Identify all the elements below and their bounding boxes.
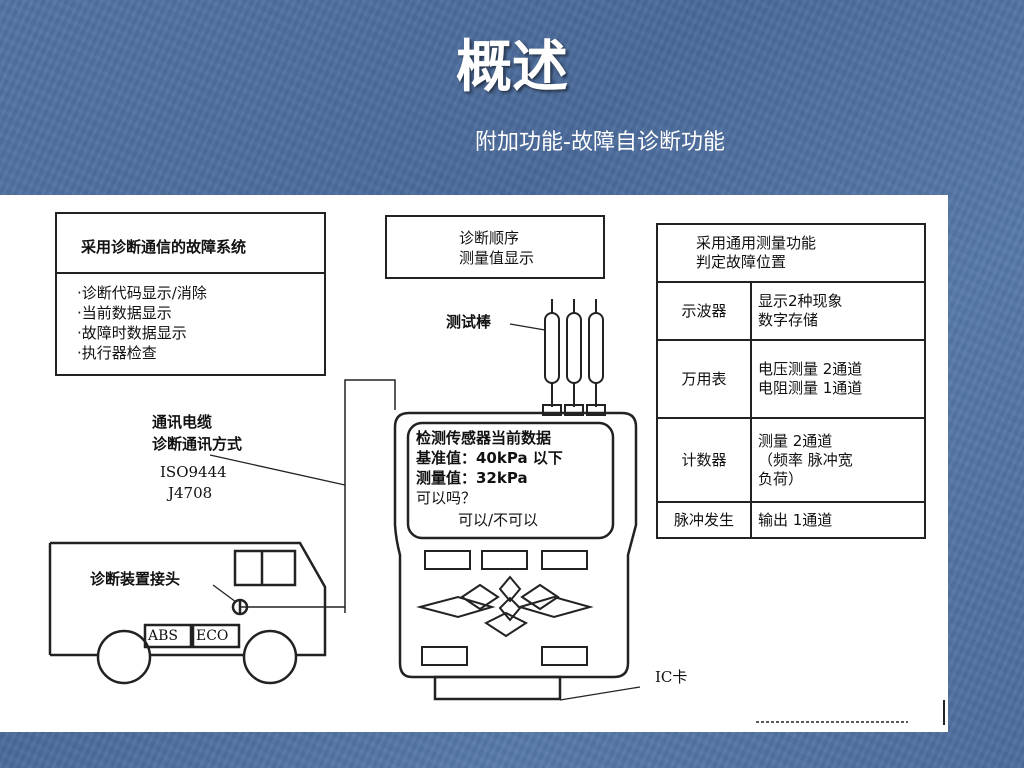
measure-row-name: 万用表 (656, 339, 752, 419)
measure-row-name: 脉冲发生 (656, 501, 752, 539)
measure-row: 计数器 测量 2通道 （频率 脉冲宽 负荷） (656, 417, 926, 503)
connector-leader (212, 584, 237, 603)
measure-row-desc: 输出 1通道 (750, 501, 926, 539)
vehicle-drawing (48, 541, 327, 685)
measure-desc-line: 数字存储 (758, 311, 819, 329)
measure-desc-line: 电压测量 2通道 (758, 360, 863, 378)
measure-table: 采用通用测量功能 判定故障位置 示波器 显示2种现象 数字存储 万用表 电压测量… (656, 223, 926, 539)
slide-title: 概述 (456, 34, 568, 100)
abs-label: ABS (148, 628, 178, 644)
sequence-line-2: 测量值显示 (459, 249, 535, 267)
measure-row-name: 计数器 (656, 417, 752, 503)
measure-row-desc: 电压测量 2通道 电阻测量 1通道 (750, 339, 926, 419)
measure-header: 采用通用测量功能 判定故障位置 (656, 223, 926, 283)
measure-desc-line: （频率 脉冲宽 (758, 450, 853, 469)
ic-card-leader (559, 686, 641, 701)
comm-fault-box: 采用诊断通信的故障系统 ·诊断代码显示/消除 ·当前数据显示 ·故障时数据显示 … (55, 212, 326, 376)
comm-box-item-4: ·执行器检查 (77, 344, 157, 362)
measure-row: 示波器 显示2种现象 数字存储 (656, 281, 926, 341)
screen-line-2: 基准值：40kPa 以下 (416, 449, 563, 467)
probe-label: 测试棒 (446, 313, 492, 331)
sequence-line-1: 诊断顺序 (459, 229, 520, 247)
measure-row: 脉冲发生 输出 1通道 (656, 501, 926, 539)
measure-box: 采用通用测量功能 判定故障位置 示波器 显示2种现象 数字存储 万用表 电压测量… (656, 223, 926, 539)
test-probes (542, 299, 606, 416)
screen-line-3: 测量值：32kPa (416, 469, 528, 487)
connector-label: 诊断装置接头 (90, 570, 181, 588)
measure-row: 万用表 电压测量 2通道 电阻测量 1通道 (656, 339, 926, 419)
tester-keypad (416, 550, 594, 666)
measure-desc-line: 电阻测量 1通道 (758, 379, 863, 397)
comm-box-item-1: ·诊断代码显示/消除 (77, 284, 207, 302)
cable-label-line-1: 通讯电缆 (152, 413, 213, 431)
ic-card-label: IC卡 (655, 668, 688, 686)
cable-label-leader (209, 454, 346, 486)
screen-line-4: 可以吗？ (416, 489, 477, 507)
comm-box-divider (57, 272, 324, 274)
figure-drawing (48, 299, 945, 725)
measure-desc-line: 显示2种现象 (758, 292, 843, 310)
measure-row-desc: 测量 2通道 （频率 脉冲宽 负荷） (750, 417, 926, 503)
probe-leader (509, 323, 546, 331)
screen-line-5: 可以/不可以 (458, 511, 539, 529)
sequence-box: 诊断顺序 测量值显示 (385, 215, 605, 279)
screen-line-1: 检测传感器当前数据 (416, 429, 552, 447)
cable-label-line-2: 诊断通讯方式 (152, 435, 243, 453)
slide-subtitle: 附加功能-故障自诊断功能 (475, 130, 725, 155)
measure-row-name: 示波器 (656, 281, 752, 341)
comm-box-item-3: ·故障时数据显示 (77, 324, 187, 342)
measure-desc-line: 测量 2通道 (758, 431, 833, 450)
cable-standard-2: J4708 (168, 484, 213, 502)
cable-line (344, 379, 396, 613)
measure-desc-line: 负荷） (758, 469, 804, 488)
cable-standard-1: ISO9444 (160, 463, 227, 481)
comm-box-header: 采用诊断通信的故障系统 (81, 238, 247, 256)
comm-box-item-2: ·当前数据显示 (77, 304, 172, 322)
measure-header-line-1: 采用通用测量功能 (696, 234, 817, 252)
measure-desc-line: 输出 1通道 (758, 510, 833, 529)
tester-device (393, 411, 638, 701)
measure-row-desc: 显示2种现象 数字存储 (750, 281, 926, 341)
measure-header-line-2: 判定故障位置 (696, 253, 787, 271)
diagnostic-figure: 采用诊断通信的故障系统 ·诊断代码显示/消除 ·当前数据显示 ·故障时数据显示 … (0, 195, 948, 732)
eco-label: ECO (196, 628, 229, 644)
